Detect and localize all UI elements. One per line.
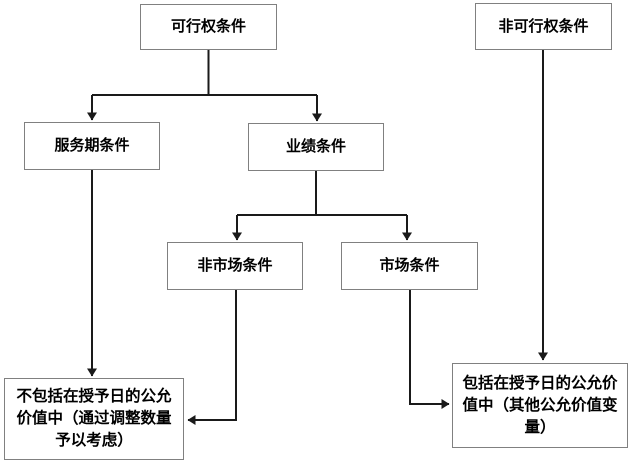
node-included-in-grant-date-fair-value: 包括在授予日的公允价 值中（其他公允价值变 量） [452,363,628,448]
node-vesting-conditions: 可行权条件 [140,4,277,50]
edge-nonmarket-to-excluded [187,290,237,425]
node-service-period-condition: 服务期条件 [24,122,160,170]
edge-vesting-trunk [92,50,317,96]
node-market-condition: 市场条件 [341,242,478,290]
edge-performance-trunk [237,171,407,216]
node-performance-condition: 业绩条件 [248,123,384,171]
edge-market-to-included [409,290,450,409]
node-non-vesting-conditions: 非可行权条件 [475,3,612,50]
node-non-market-condition: 非市场条件 [167,242,303,290]
node-excluded-from-grant-date-fair-value: 不包括在授予日的公允 价值中（通过调整数量 予以考虑） [4,378,184,460]
